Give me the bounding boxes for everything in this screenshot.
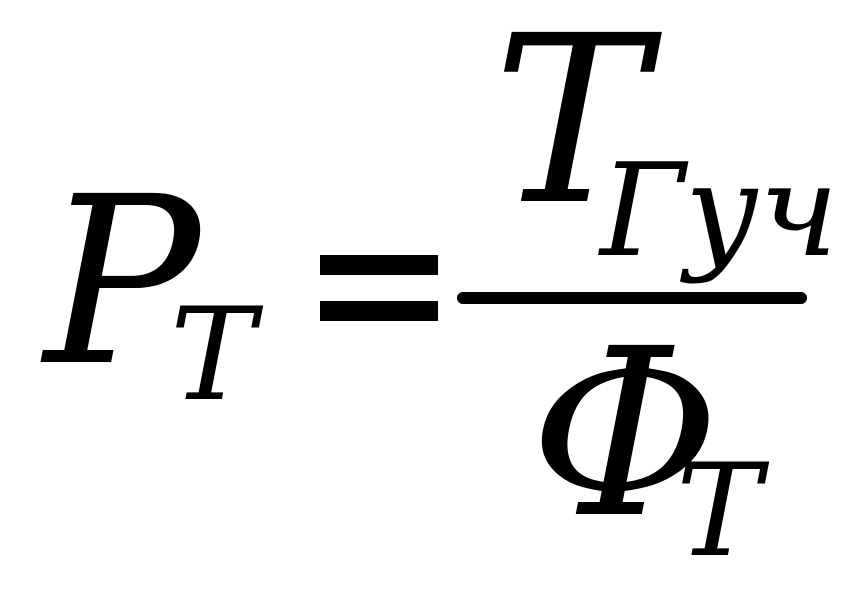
- numerator-symbol: T: [493, 0, 648, 256]
- equals-sign-bottom-bar: [320, 301, 438, 321]
- denominator-symbol: Φ: [530, 299, 721, 569]
- fraction-bar: [457, 292, 807, 304]
- numerator-subscript: Гуч: [600, 137, 839, 286]
- equals-sign-top-bar: [320, 255, 438, 275]
- lhs-symbol: P: [44, 147, 201, 417]
- lhs-subscript: T: [170, 281, 256, 430]
- denominator-subscript: T: [676, 437, 762, 586]
